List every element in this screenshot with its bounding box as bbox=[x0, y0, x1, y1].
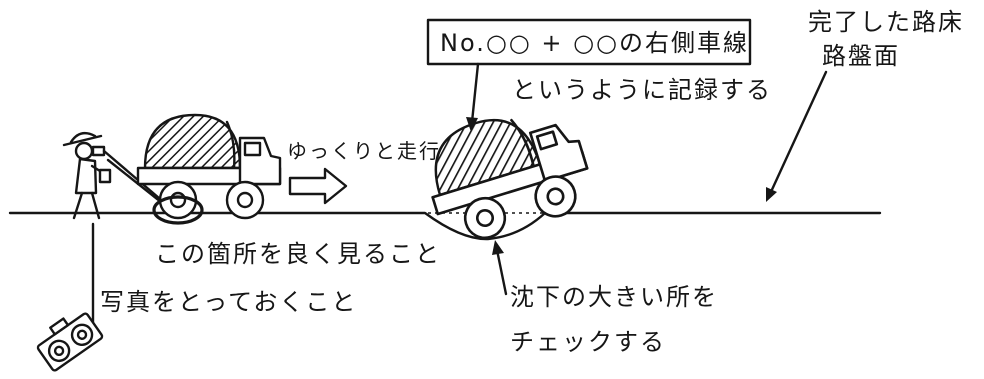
ground-line bbox=[8, 211, 882, 241]
record-pointer-arrowhead bbox=[466, 117, 478, 132]
record-pointer-line bbox=[470, 62, 480, 124]
settlement-pointer-arrowhead bbox=[492, 240, 504, 255]
head bbox=[74, 141, 94, 161]
inspector-person bbox=[62, 131, 173, 220]
handheld-device bbox=[91, 145, 106, 157]
ground bbox=[8, 211, 882, 241]
drum bbox=[143, 113, 242, 170]
surface-pointer-line bbox=[768, 70, 828, 196]
truck-right bbox=[431, 118, 589, 240]
settlement-label-line2: チェックする bbox=[510, 328, 666, 356]
drive-slowly-label: ゆっくりと走行 bbox=[287, 139, 441, 163]
take-photo-label: 写真をとっておくこと bbox=[100, 288, 357, 316]
record-label-box bbox=[426, 18, 752, 66]
held-object bbox=[98, 168, 112, 184]
truck-left bbox=[136, 113, 282, 220]
torso bbox=[74, 157, 98, 195]
drum-opening bbox=[510, 118, 535, 168]
surface-label-line1: 完了した路床 bbox=[808, 8, 964, 36]
cab-window bbox=[535, 130, 559, 151]
settlement-label-line1: 沈下の大きい所を bbox=[510, 283, 718, 311]
drum bbox=[434, 118, 542, 197]
camera-body bbox=[36, 312, 104, 372]
leg-right bbox=[90, 191, 101, 220]
leg-left bbox=[72, 191, 84, 220]
camera-lens-left-inner bbox=[53, 345, 65, 357]
camera-lens-right-inner bbox=[76, 329, 88, 340]
surface-pointer-arrowhead bbox=[766, 187, 777, 202]
rear-wheel-hub bbox=[475, 208, 495, 228]
rear-wheel-hub bbox=[169, 191, 187, 209]
camera-icon bbox=[36, 312, 104, 372]
surface-label-line2: 路盤面 bbox=[822, 42, 900, 70]
watch-here-label: この箇所を良く見ること bbox=[155, 240, 441, 268]
camera-top bbox=[49, 317, 70, 336]
record-note: というように記録する bbox=[512, 76, 772, 104]
record-box-text: No.○○ + ○○の右側車線 bbox=[440, 29, 749, 57]
front-wheel-hub bbox=[236, 191, 254, 209]
settlement-pointer-line bbox=[495, 248, 508, 296]
drum-opening bbox=[225, 120, 236, 170]
front-wheel-hub bbox=[546, 187, 565, 206]
hat-crown bbox=[69, 131, 97, 144]
travel-direction-arrow bbox=[288, 167, 348, 205]
sight-line-upper bbox=[102, 149, 168, 206]
watch-area-ellipse bbox=[152, 195, 204, 225]
hat-brim bbox=[62, 134, 103, 147]
cab-window bbox=[243, 141, 262, 157]
